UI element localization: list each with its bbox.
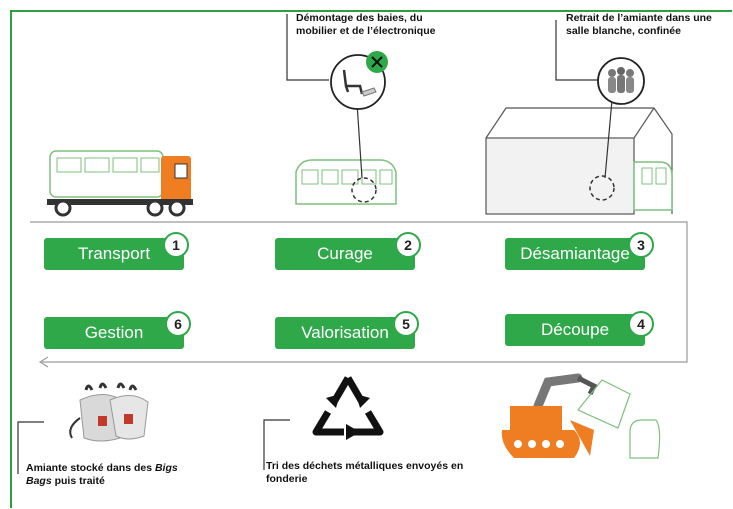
step-number-6: 6 [165,311,191,337]
workers-icon [597,57,645,105]
recycle-icon [312,376,384,440]
step-number-5: 5 [393,311,419,337]
caption-curage: Démontage des baies, du mobilier et de l… [296,12,436,37]
step-number-3: 3 [628,232,654,258]
caption-desamiantage: Retrait de l’amiante dans une salle blan… [566,12,712,37]
hangar-icon [485,107,673,215]
truck-icon [47,150,193,217]
train-car-icon [295,159,397,205]
caption-gestion-em: Bigs Bags [26,462,178,487]
step-gestion: Gestion [44,317,184,349]
step-number-2: 2 [395,232,421,258]
caption-valorisation: Tri des déchets métalliques envoyés en f… [266,460,464,485]
step-desamiantage: Désamiantage [505,238,645,270]
scissors-icon [366,51,388,73]
demolition-machine-icon [501,373,661,459]
step-valorisation: Valorisation [275,317,415,349]
step-transport: Transport [44,238,184,270]
step-number-4: 4 [628,311,654,337]
step-curage: Curage [275,238,415,270]
caption-gestion: Amiante stocké dans des Bigs Bags puis t… [26,462,196,488]
step-decoupe: Découpe [505,314,645,346]
big-bags-icon [69,382,149,442]
step-number-1: 1 [163,232,189,258]
caption-gestion-text-1: Amiante stocké dans des [26,462,153,474]
caption-gestion-text-2: puis traité [54,475,105,487]
diagram-frame [10,10,732,508]
